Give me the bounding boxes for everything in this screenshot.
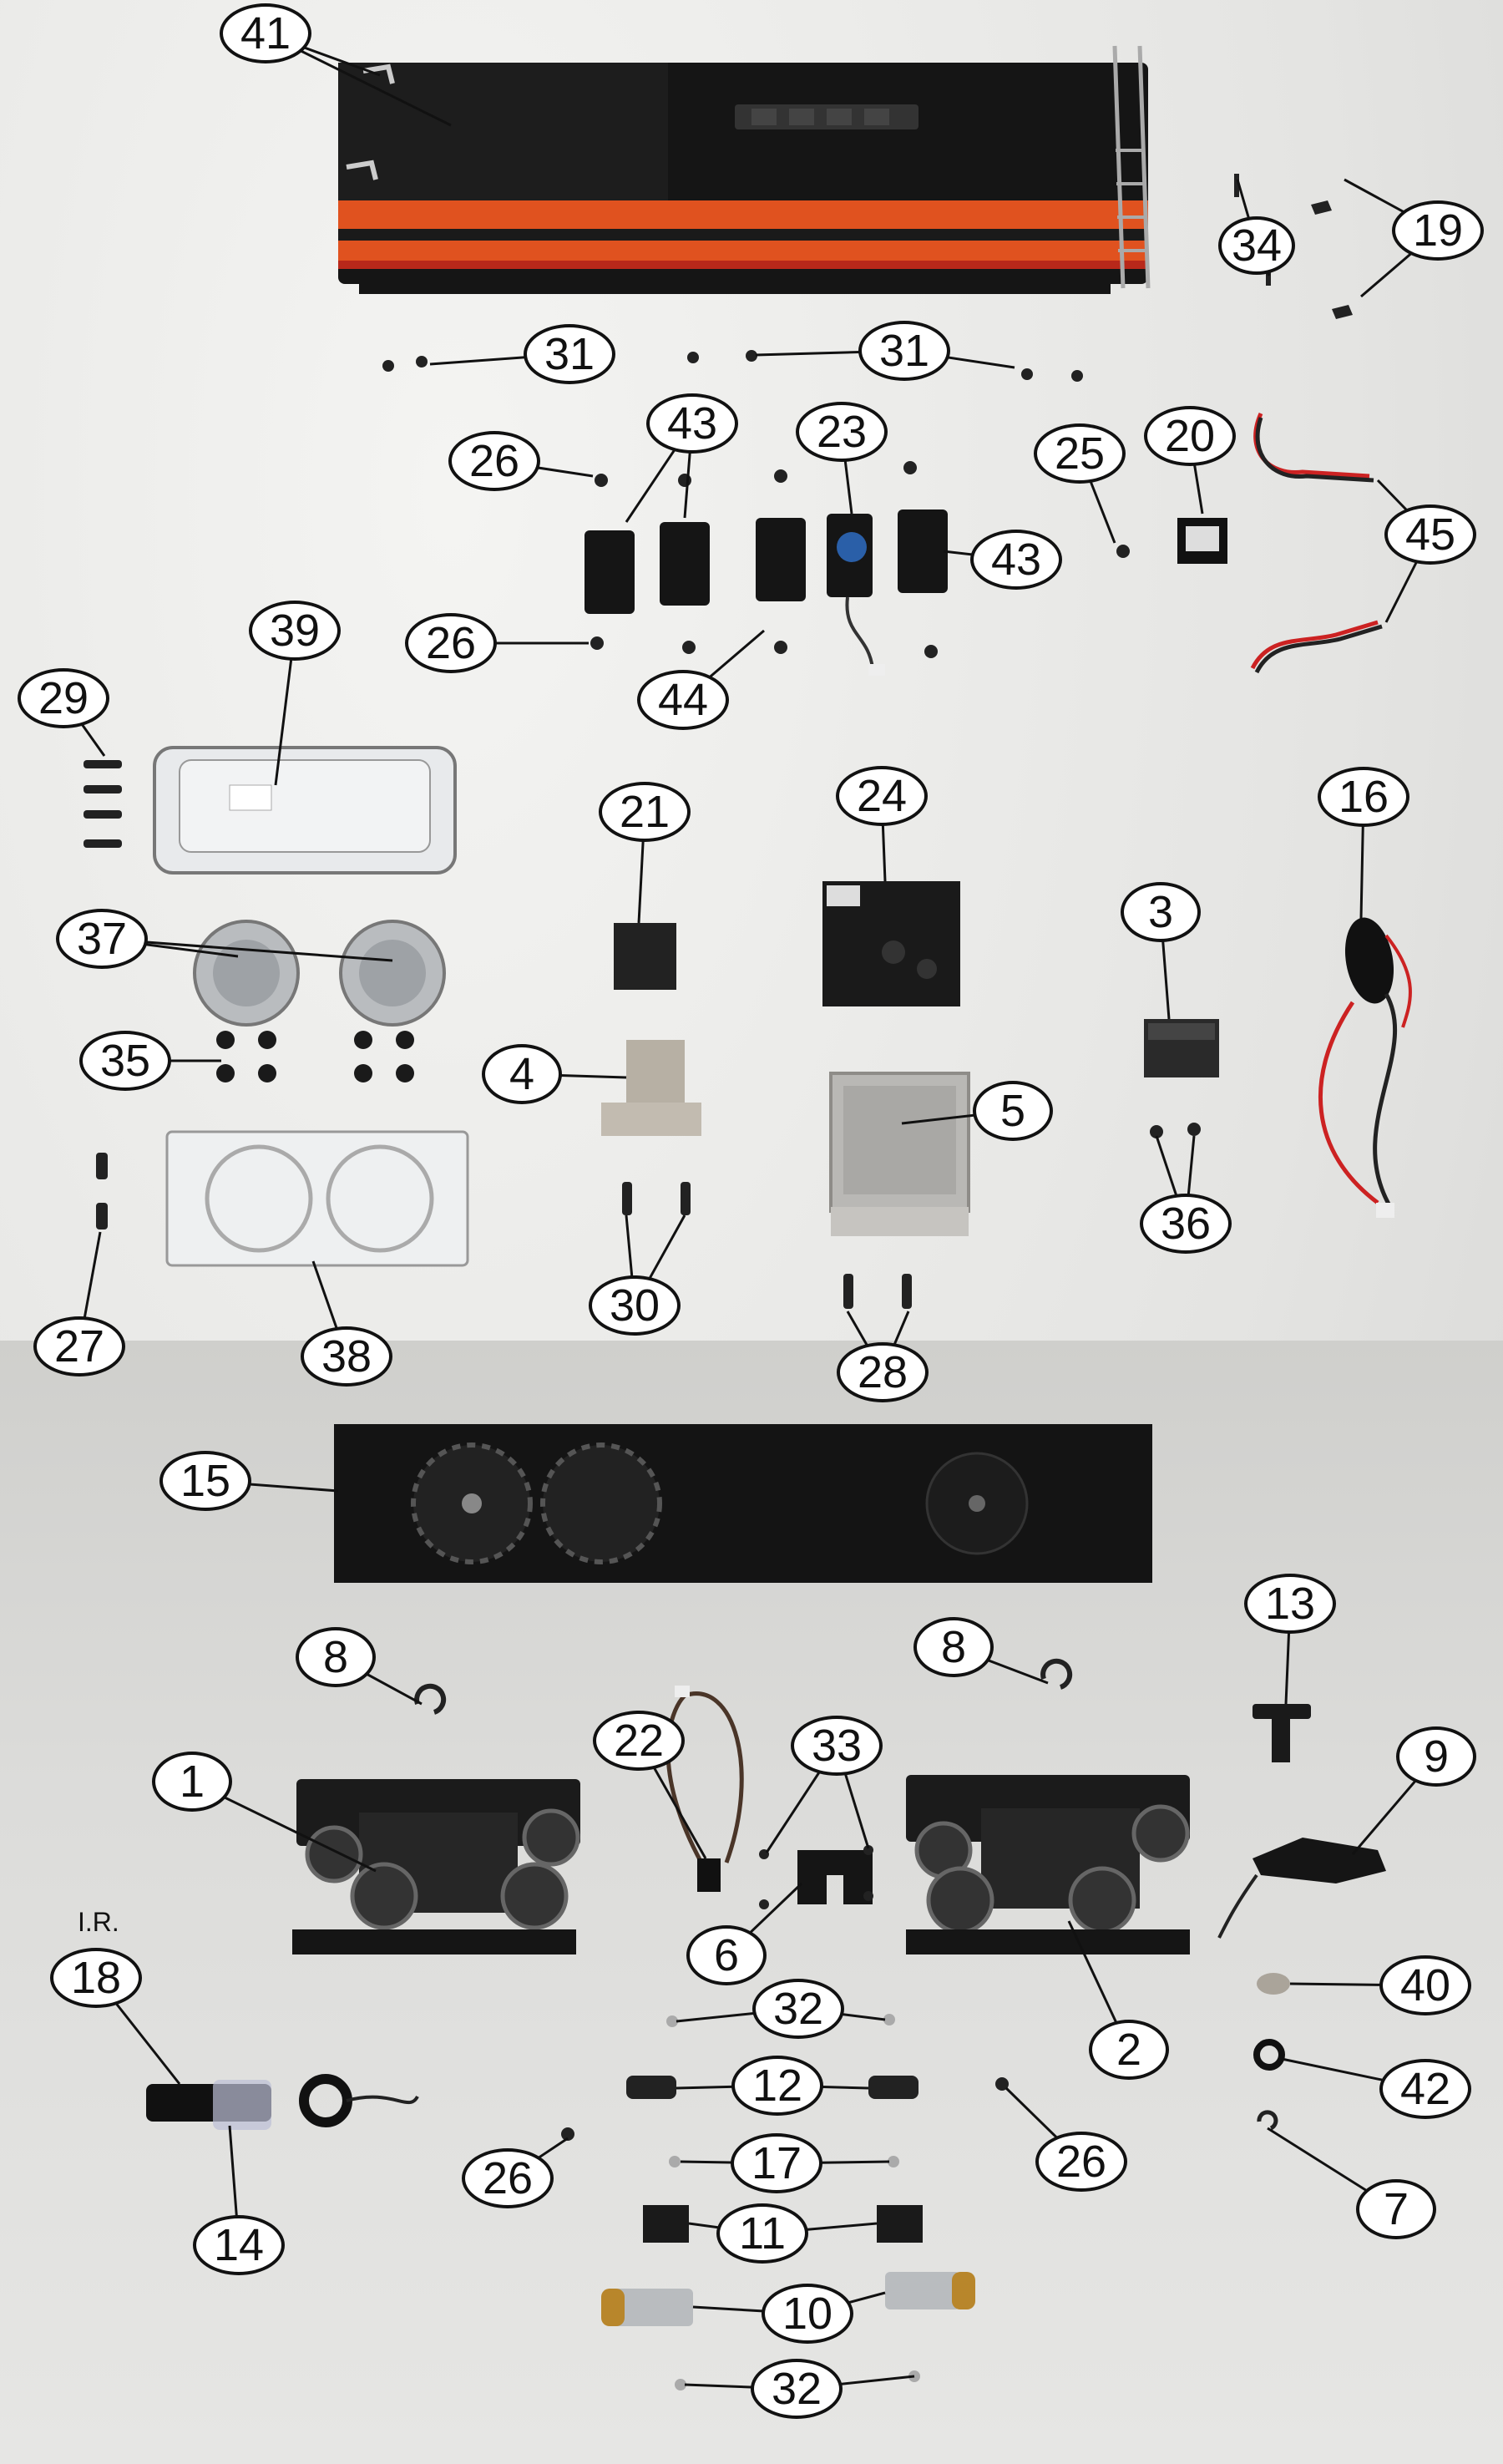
pins-19-34 <box>1234 174 1353 319</box>
board-20-wires-45 <box>1177 412 1383 674</box>
part-callout-28: 28 <box>837 1342 929 1402</box>
part-callout-25: 25 <box>1034 423 1126 484</box>
part-callout-14: 14 <box>193 2215 285 2275</box>
part-callout-36: 36 <box>1140 1194 1232 1254</box>
part-callout-5: 5 <box>973 1081 1053 1141</box>
part-callout-8: 8 <box>296 1627 376 1687</box>
clip-8-left <box>414 1683 447 1715</box>
leader-line <box>101 937 393 962</box>
part-callout-26: 26 <box>405 613 497 673</box>
part-callout-26: 26 <box>462 2148 554 2208</box>
part-callout-12: 12 <box>731 2056 823 2116</box>
part-callout-32: 32 <box>751 2359 843 2419</box>
part-callout-8: 8 <box>913 1617 994 1677</box>
part-callout-17: 17 <box>731 2133 822 2193</box>
part-callout-18: 18 <box>50 1948 142 2008</box>
clip-8-right <box>1040 1658 1073 1690</box>
part-callout-37: 37 <box>56 909 148 969</box>
part-callout-19: 19 <box>1392 200 1484 261</box>
part-callout-7: 7 <box>1356 2179 1436 2239</box>
bushing-40 <box>1257 1973 1290 1995</box>
part-callout-39: 39 <box>249 601 341 661</box>
screws-31 <box>382 350 1083 382</box>
part-callout-11: 11 <box>716 2203 808 2264</box>
part-callout-3: 3 <box>1121 882 1201 942</box>
part-callout-10: 10 <box>762 2284 853 2344</box>
truck-1 <box>292 1779 580 1954</box>
block-3 <box>1144 1019 1219 1077</box>
part-callout-9: 9 <box>1396 1726 1476 1787</box>
part-callout-34: 34 <box>1218 216 1295 275</box>
part-callout-1: 1 <box>152 1752 232 1812</box>
part-callout-2: 2 <box>1089 2020 1169 2080</box>
part-callout-24: 24 <box>836 766 928 826</box>
part-callout-6: 6 <box>686 1925 767 1985</box>
part-callout-23: 23 <box>796 402 888 462</box>
part-callout-33: 33 <box>791 1716 883 1776</box>
clear-cover-39 <box>153 746 457 875</box>
screws-28 <box>843 1274 912 1309</box>
part-6-and-screws-33 <box>759 1845 873 1909</box>
nuts-35 <box>216 1031 414 1082</box>
screws-27 <box>96 1153 108 1229</box>
t-piece-13 <box>1252 1704 1311 1762</box>
tray-5 <box>829 1072 970 1236</box>
speakers-37 <box>193 920 446 1027</box>
part-callout-20: 20 <box>1144 406 1236 466</box>
part-callout-15: 15 <box>159 1451 251 1511</box>
part-callout-45: 45 <box>1384 504 1476 565</box>
part-callout-40: 40 <box>1379 1955 1471 2015</box>
part-callout-26: 26 <box>448 431 540 491</box>
part-callout-31: 31 <box>524 324 615 384</box>
part-callout-43: 43 <box>646 393 738 454</box>
part-callout-43: 43 <box>970 530 1062 590</box>
lower-hardware <box>561 2014 1009 2390</box>
nuts-36 <box>1150 1123 1201 1138</box>
clip-7 <box>1257 2110 1278 2131</box>
ir-label: I.R. <box>78 1907 119 1937</box>
part-callout-29: 29 <box>18 668 109 728</box>
locomotive-shell <box>338 45 1151 294</box>
part-callout-42: 42 <box>1379 2059 1471 2119</box>
chassis-plate-15 <box>334 1424 1152 1583</box>
coupler-9 <box>1217 1838 1386 1939</box>
speaker-16 <box>1318 917 1412 1218</box>
screws-30 <box>622 1182 691 1215</box>
part-callout-32: 32 <box>752 1979 844 2039</box>
screws-29 <box>84 760 122 848</box>
board-24 <box>822 881 960 1006</box>
part-callout-38: 38 <box>301 1326 392 1387</box>
speaker-plate-38 <box>165 1130 469 1267</box>
truck-2 <box>906 1775 1190 1954</box>
part-callout-26: 26 <box>1035 2132 1127 2192</box>
ir-sensor-18-14 <box>146 2074 419 2130</box>
washer-42 <box>1253 2039 1285 2071</box>
part-callout-35: 35 <box>79 1031 171 1091</box>
part-callout-27: 27 <box>33 1316 125 1376</box>
part-callout-4: 4 <box>482 1044 562 1104</box>
part-callout-31: 31 <box>858 321 950 381</box>
part-callout-16: 16 <box>1318 767 1409 827</box>
part-callout-21: 21 <box>599 782 691 842</box>
brackets-43-44 <box>584 510 948 676</box>
part-callout-41: 41 <box>220 3 311 63</box>
bracket-4 <box>601 1040 701 1136</box>
part-callout-22: 22 <box>593 1711 685 1771</box>
part-callout-30: 30 <box>589 1275 681 1336</box>
part-callout-13: 13 <box>1244 1574 1336 1634</box>
part-callout-44: 44 <box>637 670 729 730</box>
sensor-22 <box>665 1686 744 1892</box>
board-21 <box>614 923 676 990</box>
